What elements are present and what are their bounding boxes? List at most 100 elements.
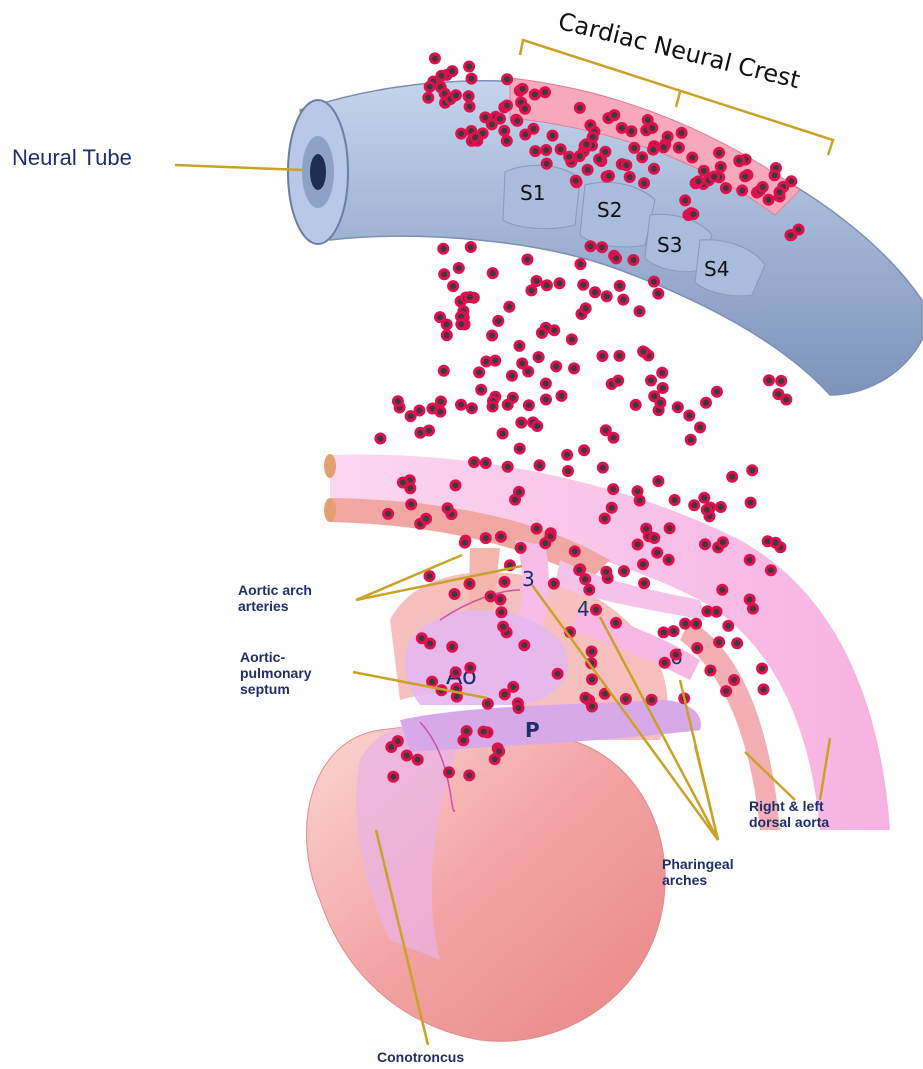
neural-crest-cell-nucleus	[736, 158, 742, 164]
neural-crest-cell-nucleus	[518, 545, 524, 551]
neural-crest-cell-nucleus	[621, 568, 627, 574]
neural-crest-cell-nucleus	[456, 265, 462, 271]
neural-crest-cell-nucleus	[495, 318, 501, 324]
neural-crest-cell-nucleus	[760, 184, 766, 190]
neural-crest-cell-nucleus	[623, 696, 629, 702]
neural-crest-cell-nucleus	[592, 289, 598, 295]
neural-crest-cell-nucleus	[589, 704, 595, 710]
neural-crest-cell-nucleus	[635, 542, 641, 548]
neural-crest-cell-nucleus	[645, 117, 651, 123]
neural-crest-cell-nucleus	[467, 294, 473, 300]
neural-crest-cell-nucleus	[688, 437, 694, 443]
neural-crest-cell-nucleus	[553, 363, 559, 369]
neural-crest-cell-nucleus	[496, 748, 502, 754]
somite-label-s4: S4	[704, 257, 729, 281]
neural-crest-cell-nucleus	[490, 404, 496, 410]
neural-crest-cell-nucleus	[651, 393, 657, 399]
neural-crest-cell-nucleus	[613, 620, 619, 626]
neural-crest-cell-nucleus	[610, 486, 616, 492]
neural-crest-cell-nucleus	[750, 606, 756, 612]
neural-crest-cell-nucleus	[725, 623, 731, 629]
neural-crest-cell-nucleus	[558, 146, 564, 152]
neural-crest-cell-nucleus	[672, 497, 678, 503]
neural-crest-cell-nucleus	[551, 327, 557, 333]
neural-crest-cell-nucleus	[588, 243, 594, 249]
neural-crest-cell-nucleus	[502, 691, 508, 697]
neural-crest-cell-nucleus	[526, 402, 532, 408]
neural-crest-cell-nucleus	[788, 178, 794, 184]
pharyngeal-arches-label: Pharingeal arches	[662, 856, 734, 888]
neural-crest-cell-nucleus	[604, 293, 610, 299]
neural-tube-label: Neural Tube	[12, 145, 132, 170]
neural-crest-cell-nucleus	[539, 330, 545, 336]
neural-crest-cell-nucleus	[686, 413, 692, 419]
neural-crest-cell-nucleus	[716, 150, 722, 156]
neural-crest-cell-nucleus	[497, 597, 503, 603]
neural-crest-cell-nucleus	[659, 370, 665, 376]
neural-crest-cell-nucleus	[665, 134, 671, 140]
neural-crest-cell-nucleus	[441, 368, 447, 374]
neural-crest-cell-nucleus	[649, 697, 655, 703]
aortic-arch-arteries-label: Aortic arch arteries	[238, 582, 312, 614]
neural-crest-cell-nucleus	[747, 597, 753, 603]
neural-crest-cell-nucleus	[467, 104, 473, 110]
neural-crest-cell-nucleus	[485, 701, 491, 707]
neural-crest-cell-nucleus	[613, 255, 619, 261]
neural-crest-cell-nucleus	[711, 174, 717, 180]
neural-crest-cell-nucleus	[707, 668, 713, 674]
neural-crest-cell-nucleus	[521, 642, 527, 648]
neural-crest-cell-nucleus	[407, 485, 413, 491]
neural-crest-cell-nucleus	[476, 369, 482, 375]
neural-crest-cell-nucleus	[559, 393, 565, 399]
neural-crest-cell-nucleus	[759, 666, 765, 672]
neural-crest-cell-nucleus	[576, 567, 582, 573]
neural-crest-cell-nucleus	[438, 399, 444, 405]
conotroncus-label: Conotroncus	[377, 1049, 464, 1065]
neural-crest-cell-nucleus	[723, 688, 729, 694]
neural-crest-cell-nucleus	[635, 488, 641, 494]
neural-crest-cell-nucleus	[569, 336, 575, 342]
neural-crest-cell-nucleus	[580, 282, 586, 288]
neural-crest-cell-nucleus	[415, 757, 421, 763]
neural-crest-cell-nucleus	[701, 168, 707, 174]
neural-crest-cell-nucleus	[516, 343, 522, 349]
neural-crest-cell-nucleus	[660, 385, 666, 391]
neural-crest-cell-nucleus	[537, 462, 543, 468]
neural-crest-cell-nucleus	[453, 669, 459, 675]
neural-crest-cell-nucleus	[534, 526, 540, 532]
neural-crest-cell-nucleus	[661, 629, 667, 635]
neural-crest-cell-nucleus	[467, 665, 473, 671]
neural-crest-cell-nucleus	[510, 395, 516, 401]
neural-crest-cell-nucleus	[519, 360, 525, 366]
neural-crest-cell-nucleus	[441, 271, 447, 277]
neural-crest-cell-nucleus	[492, 358, 498, 364]
neural-crest-cell-nucleus	[522, 132, 528, 138]
neural-crest-cell-nucleus	[648, 378, 654, 384]
neural-crest-cell-nucleus	[432, 55, 438, 61]
neural-crest-cell-nucleus	[388, 744, 394, 750]
neural-crest-cell-nucleus	[602, 149, 608, 155]
neural-crest-cell-nucleus	[633, 402, 639, 408]
neural-crest-cell-nucleus	[449, 68, 455, 74]
neural-crest-cell-nucleus	[427, 84, 433, 90]
neural-crest-cell-nucleus	[783, 397, 789, 403]
neural-crest-cell-nucleus	[524, 257, 530, 263]
neural-crest-cell-nucleus	[716, 639, 722, 645]
neural-crest-cell-nucleus	[416, 408, 422, 414]
neural-crest-cell-nucleus	[768, 567, 774, 573]
neural-crest-cell-nucleus	[571, 365, 577, 371]
neural-crest-cell-nucleus	[555, 671, 561, 677]
neural-crest-cell-nucleus	[504, 103, 510, 109]
neural-crest-cell-nucleus	[469, 405, 475, 411]
neural-crest-cell-nucleus	[772, 172, 778, 178]
neural-crest-cell-nucleus	[641, 180, 647, 186]
neural-crest-cell-nucleus	[446, 769, 452, 775]
neural-crest-cell-nucleus	[528, 287, 534, 293]
neural-crest-cell-nucleus	[520, 86, 526, 92]
neural-crest-cell-nucleus	[544, 161, 550, 167]
neural-crest-cell-nucleus	[516, 705, 522, 711]
neural-crest-cell-nucleus	[505, 464, 511, 470]
neural-tube-leader	[175, 165, 303, 170]
neural-crest-cell-nucleus	[599, 353, 605, 359]
neural-crest-cell-nucleus	[611, 112, 617, 118]
